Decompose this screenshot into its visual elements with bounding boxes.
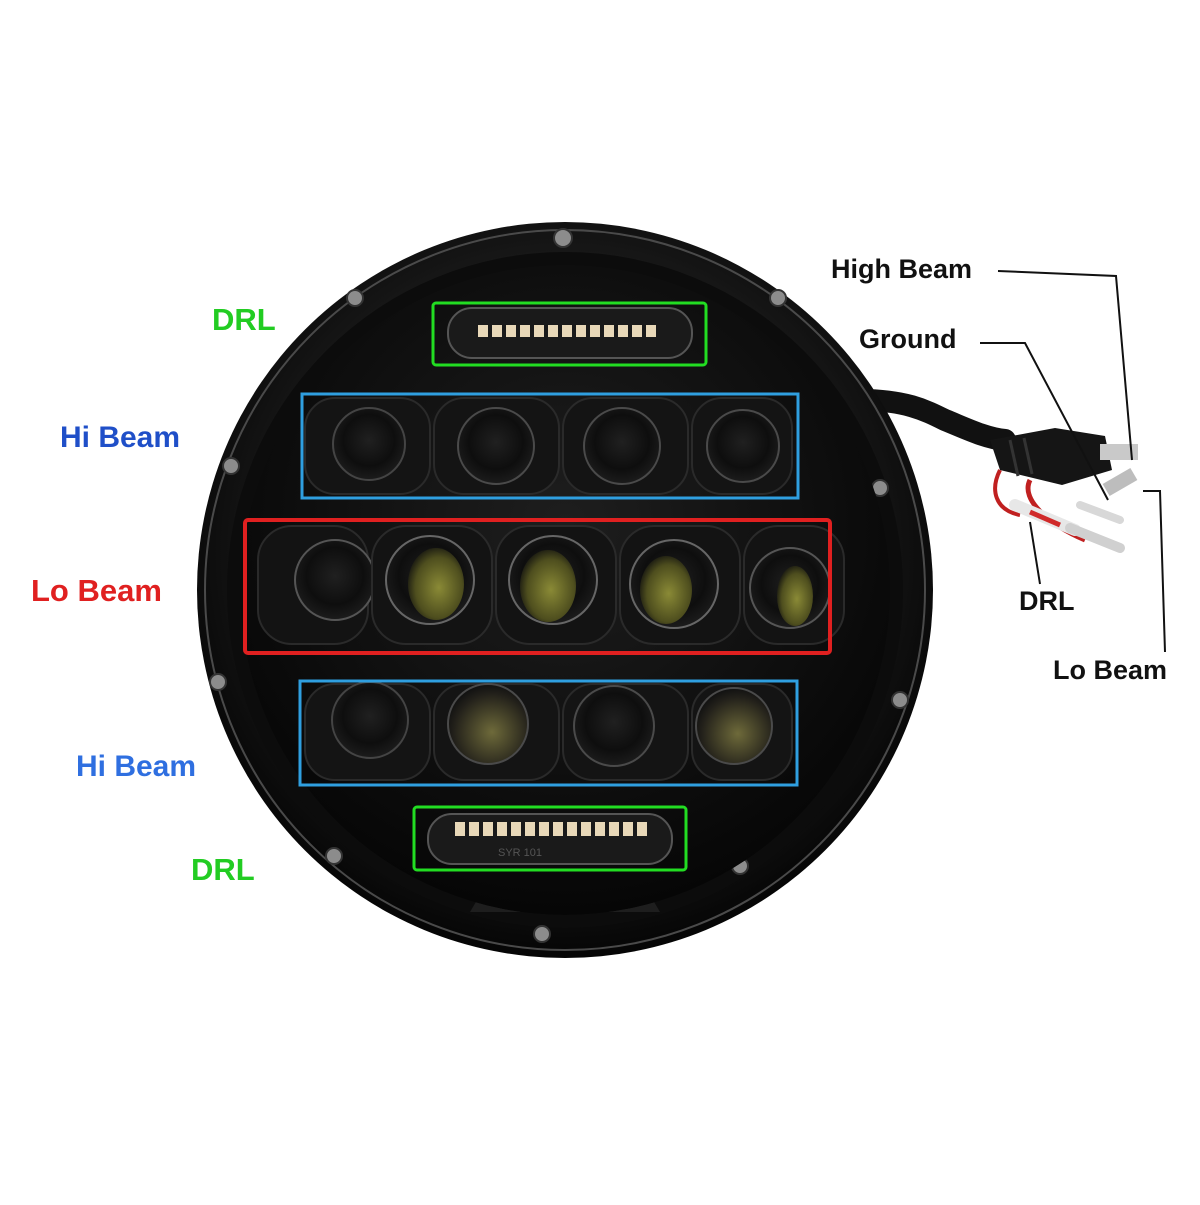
high-beam-leader (997, 270, 1133, 461)
ground-wire-label: Ground (859, 324, 957, 354)
screw-icon (553, 228, 573, 248)
hi-beam-bottom-box (298, 679, 799, 787)
connector-rib (1022, 437, 1034, 475)
drl-led (590, 325, 600, 337)
wiring-harness (849, 389, 1138, 553)
hi-beam-bottom-label: Hi Beam (76, 750, 197, 783)
connector-body (990, 428, 1112, 485)
drl-led (646, 325, 656, 337)
connector-rib (1008, 439, 1020, 477)
drl-led (492, 325, 502, 337)
lo-beam-emitter (520, 550, 576, 622)
screw-icon (222, 457, 240, 475)
drl-led (506, 325, 516, 337)
drl-wire-label: DRL (1019, 586, 1075, 616)
drl-led (576, 325, 586, 337)
drl-leader (1029, 521, 1041, 585)
drl-led (539, 822, 549, 836)
ground-leader (980, 342, 1109, 501)
drl-led (595, 822, 605, 836)
drl-led (604, 325, 614, 337)
drl-led (609, 822, 619, 836)
screw-icon (769, 289, 787, 307)
drl-led (525, 822, 535, 836)
lens-face: SYR 101 (240, 265, 890, 915)
lo-beam-box (243, 518, 832, 655)
hi-beam-lens (706, 409, 780, 483)
lo-beam-emitter (777, 566, 813, 626)
hi-beam-lens (457, 407, 535, 485)
drl-bottom-box (412, 805, 688, 872)
lo-beam-label: Lo Beam (31, 573, 162, 608)
harness-cable (849, 389, 1016, 451)
drl-led (618, 325, 628, 337)
hi-beam-lens (583, 407, 661, 485)
leader-lines (980, 270, 1166, 653)
drl-led (497, 822, 507, 836)
hi-beam-lens (332, 407, 406, 481)
drl-led (567, 822, 577, 836)
drl-led (520, 325, 530, 337)
drl-leds-top (478, 325, 656, 337)
drl-top-label: DRL (212, 302, 276, 337)
high-beam-wire-label: High Beam (831, 254, 973, 284)
red-wire (993, 469, 1021, 517)
drl-led (534, 325, 544, 337)
drl-top-box (431, 301, 708, 367)
terminal-band (1029, 509, 1061, 528)
screw-icon (533, 925, 551, 943)
lo-beam-wire-label: Lo Beam (1053, 655, 1168, 685)
hi-beam-lens (573, 685, 655, 767)
hi-beam-lens (447, 683, 529, 765)
spade-terminal (1076, 501, 1124, 524)
drl-bar-bottom (427, 813, 673, 865)
hi-beam-lens (695, 687, 773, 765)
terminal-pin (1102, 467, 1138, 497)
hi-beam-top-label: Hi Beam (60, 421, 181, 454)
drl-led (623, 822, 633, 836)
drl-leds-bottom (455, 822, 647, 836)
screw-icon (209, 673, 227, 691)
lo-beam-emitter (408, 548, 464, 620)
drl-led (553, 822, 563, 836)
lo-beam-leader (1143, 490, 1166, 653)
drl-led (632, 325, 642, 337)
drl-led (548, 325, 558, 337)
screw-icon (891, 691, 909, 709)
terminal-pin (1100, 444, 1138, 460)
drl-led (455, 822, 465, 836)
lo-beam-emitter (640, 556, 692, 624)
screw-icon (346, 289, 364, 307)
highlight-boxes (243, 301, 832, 872)
hi-beam-row-top (304, 397, 793, 495)
drl-led (511, 822, 521, 836)
drl-led (581, 822, 591, 836)
hi-beam-lens (331, 681, 409, 759)
hi-beam-top-box (300, 392, 800, 500)
drl-led (483, 822, 493, 836)
drl-bottom-label: DRL (191, 852, 255, 887)
lo-beam-row (257, 525, 845, 645)
screw-icon (325, 847, 343, 865)
hi-beam-row-bottom (304, 681, 793, 781)
spade-terminal (1065, 523, 1125, 553)
lens-marking: SYR 101 (498, 847, 542, 859)
drl-led (637, 822, 647, 836)
drl-led (469, 822, 479, 836)
drl-led (478, 325, 488, 337)
lo-beam-lens (294, 539, 376, 621)
drl-led (562, 325, 572, 337)
